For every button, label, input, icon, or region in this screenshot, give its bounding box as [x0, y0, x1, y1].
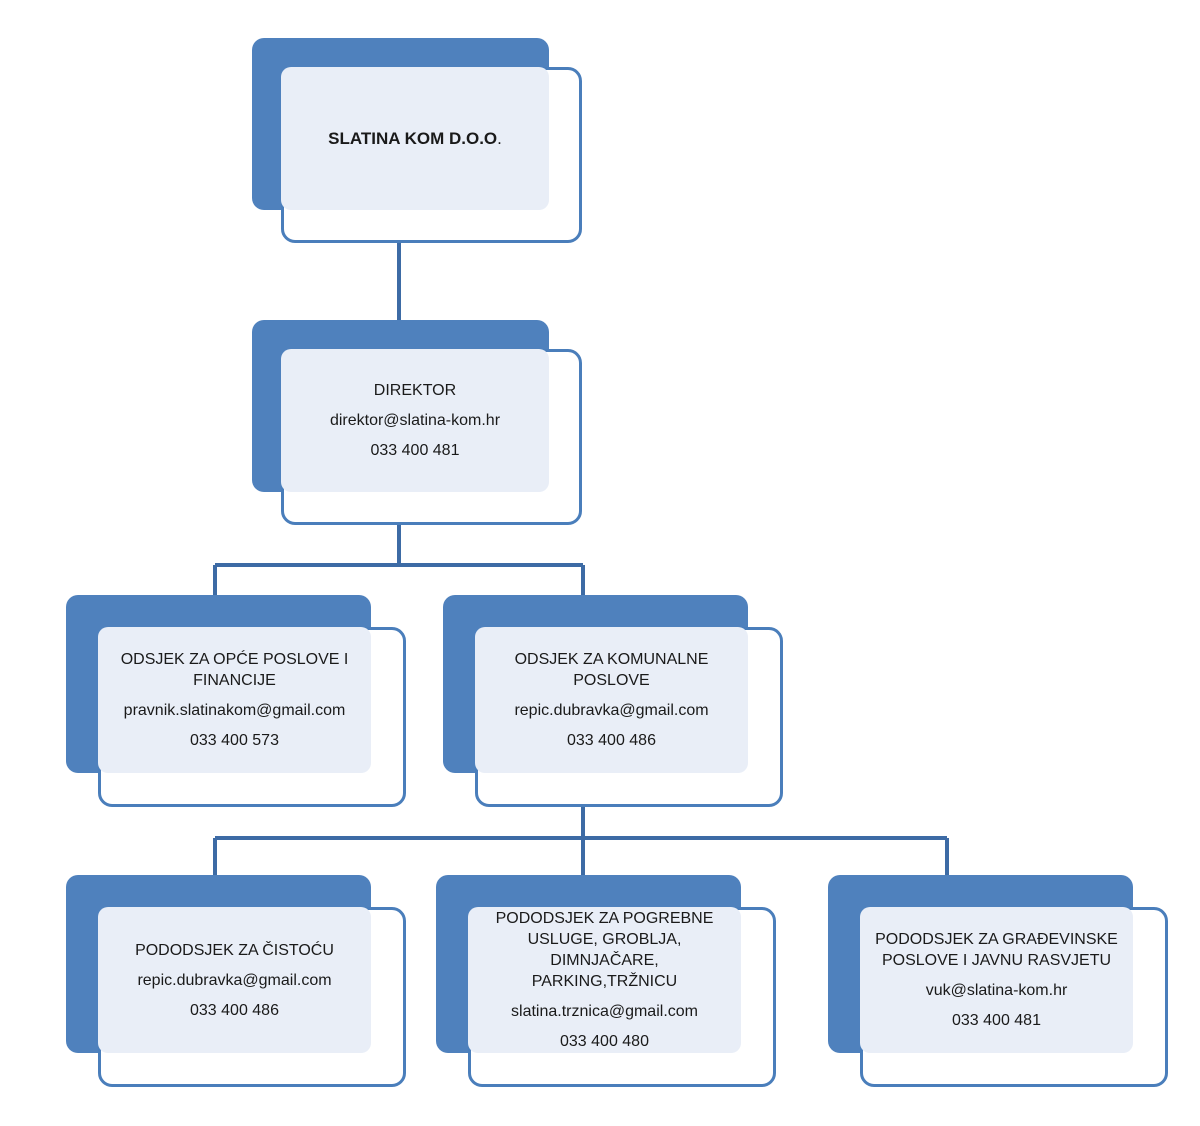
node-phone: 033 400 481 [952, 1012, 1041, 1029]
node-pododsjek-gradevinske-poslove[interactable]: PODODSJEK ZA GRAĐEVINSKE POSLOVE I JAVNU… [828, 875, 1168, 1087]
node-phone: 033 400 486 [190, 1001, 279, 1019]
node-panel: ODSJEK ZA KOMUNALNE POSLOVE repic.dubrav… [475, 627, 748, 773]
node-odsjek-opce-poslove-i-financije[interactable]: ODSJEK ZA OPĆE POSLOVE I FINANCIJE pravn… [66, 595, 406, 807]
node-email: repic.dubravka@gmail.com [137, 971, 332, 989]
node-title-line1: ODSJEK ZA KOMUNALNE [514, 651, 709, 668]
node-panel: ODSJEK ZA OPĆE POSLOVE I FINANCIJE pravn… [98, 627, 371, 773]
node-email: slatina.trznica@gmail.com [511, 1003, 698, 1020]
node-panel: DIREKTOR direktor@slatina-kom.hr 033 400… [281, 349, 549, 492]
node-title-line1: PODODSJEK ZA POGREBNE [495, 910, 714, 927]
node-title-tail: . [497, 129, 502, 148]
node-panel: PODODSJEK ZA POGREBNE USLUGE, GROBLJA, D… [468, 907, 741, 1053]
node-title-line2: POSLOVE I JAVNU RASVJETU [881, 952, 1112, 969]
node-title-line2: USLUGE, GROBLJA, [527, 931, 682, 948]
node-pododsjek-cistoca[interactable]: PODODSJEK ZA ČISTOĆU repic.dubravka@gmai… [66, 875, 406, 1087]
node-phone: 033 400 480 [560, 1033, 649, 1050]
node-odsjek-komunalne-poslove[interactable]: ODSJEK ZA KOMUNALNE POSLOVE repic.dubrav… [443, 595, 783, 807]
node-email: direktor@slatina-kom.hr [329, 412, 501, 429]
node-pododsjek-pogrebne-usluge[interactable]: PODODSJEK ZA POGREBNE USLUGE, GROBLJA, D… [436, 875, 776, 1087]
node-title-line1: ODSJEK ZA OPĆE POSLOVE I [120, 651, 349, 668]
node-title: SLATINA KOM D.O.O. [328, 129, 502, 148]
node-panel: PODODSJEK ZA GRAĐEVINSKE POSLOVE I JAVNU… [860, 907, 1133, 1053]
node-panel: PODODSJEK ZA ČISTOĆU repic.dubravka@gmai… [98, 907, 371, 1053]
node-phone: 033 400 481 [370, 442, 460, 459]
node-panel: SLATINA KOM D.O.O. [281, 67, 549, 210]
node-title-line2: FINANCIJE [193, 672, 276, 689]
node-email: vuk@slatina-kom.hr [925, 982, 1068, 999]
node-phone: 033 400 573 [190, 732, 279, 749]
node-title-line2: POSLOVE [573, 672, 650, 689]
node-title-line4: PARKING,TRŽNICU [531, 973, 678, 990]
node-title: DIREKTOR [373, 382, 457, 399]
node-direktor[interactable]: DIREKTOR direktor@slatina-kom.hr 033 400… [252, 320, 582, 525]
node-slatina-kom[interactable]: SLATINA KOM D.O.O. [252, 38, 582, 243]
node-email: pravnik.slatinakom@gmail.com [123, 702, 346, 719]
node-title-line1: PODODSJEK ZA GRAĐEVINSKE [875, 931, 1118, 948]
node-title-line1: PODODSJEK ZA ČISTOĆU [135, 941, 334, 959]
node-phone: 033 400 486 [567, 732, 656, 749]
node-title-line3: DIMNJAČARE, [550, 952, 659, 969]
node-email: repic.dubravka@gmail.com [514, 702, 709, 719]
